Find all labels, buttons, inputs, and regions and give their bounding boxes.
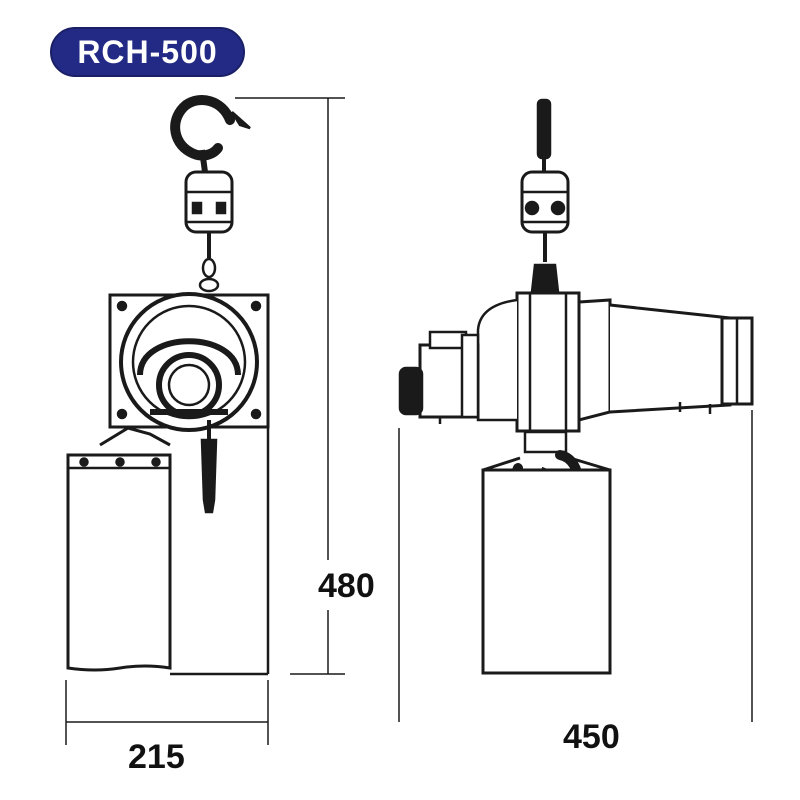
motor-icon bbox=[577, 298, 754, 422]
dimension-height-label: 480 bbox=[318, 567, 375, 605]
gearbox bbox=[398, 330, 480, 424]
dimension-lines bbox=[65, 97, 753, 745]
upper-chain bbox=[198, 257, 220, 293]
model-title-badge: RCH-500 bbox=[50, 27, 245, 77]
side-body bbox=[476, 291, 581, 433]
side-chain-bag bbox=[481, 456, 612, 675]
side-top-hook bbox=[536, 98, 552, 172]
model-title: RCH-500 bbox=[77, 33, 218, 70]
chain-bag-icon bbox=[66, 426, 270, 676]
side-swivel-block bbox=[520, 170, 570, 294]
front-view bbox=[66, 95, 270, 676]
hoist-body-icon bbox=[108, 292, 270, 432]
hook-icon bbox=[170, 95, 251, 173]
side-view bbox=[398, 98, 754, 675]
dimension-side-width-label: 450 bbox=[563, 718, 620, 756]
swivel-block bbox=[184, 170, 234, 258]
dimension-front-width-label: 215 bbox=[128, 738, 185, 776]
bottom-hook bbox=[200, 420, 218, 514]
